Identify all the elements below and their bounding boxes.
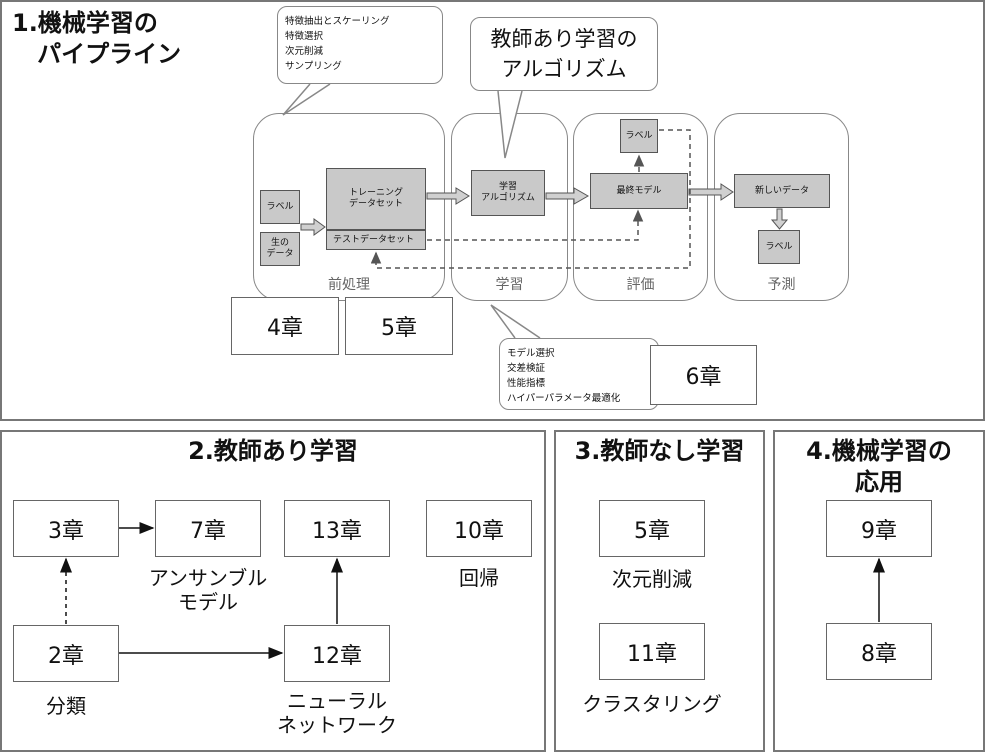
applications-title: 4.機械学習の 応用 bbox=[806, 437, 952, 496]
unsupervised-title: 3.教師なし学習 bbox=[574, 437, 745, 465]
label-eval-box: ラベル bbox=[620, 119, 658, 153]
label-output-box: ラベル bbox=[758, 230, 800, 264]
chapter-3-box: 3章 bbox=[13, 500, 119, 557]
clustering-label: クラスタリング bbox=[582, 692, 722, 716]
pipeline-title: 1.機械学習の パイプライン bbox=[12, 9, 182, 68]
chapter-7-box: 7章 bbox=[155, 500, 261, 557]
chapter-12-box: 12章 bbox=[284, 625, 390, 682]
chapter-9-box: 9章 bbox=[826, 500, 932, 557]
chapter-2-box: 2章 bbox=[13, 625, 119, 682]
callout-item: 次元削減 bbox=[285, 46, 324, 57]
callout-item: 特徴抽出とスケーリング bbox=[285, 16, 390, 27]
supervised-panel: 2.教師あり学習 bbox=[0, 430, 546, 752]
stage-label: 評価 bbox=[626, 277, 655, 293]
chapter-8-box: 8章 bbox=[826, 623, 932, 680]
algorithm-callout: 教師あり学習の アルゴリズム bbox=[470, 17, 658, 91]
chapter-5-box: 5章 bbox=[599, 500, 705, 557]
chapter-5-box: 5章 bbox=[345, 297, 453, 355]
chapter-13-box: 13章 bbox=[284, 500, 390, 557]
unsupervised-panel: 3.教師なし学習 bbox=[554, 430, 765, 752]
callout-item: モデル選択 bbox=[507, 348, 555, 359]
chapter-6-box: 6章 bbox=[650, 345, 757, 405]
algorithm-box: 学習 アルゴリズム bbox=[471, 170, 545, 216]
label-input-box: ラベル bbox=[260, 190, 300, 224]
training-dataset-box: トレーニング データセット bbox=[326, 168, 426, 230]
callout-item: サンプリング bbox=[285, 61, 342, 72]
ensemble-label: アンサンブル モデル bbox=[148, 566, 268, 614]
chapter-4-box: 4章 bbox=[231, 297, 339, 355]
test-dataset-box: テストデータセット bbox=[326, 230, 426, 250]
supervised-title: 2.教師あり学習 bbox=[188, 437, 358, 465]
new-data-box: 新しいデータ bbox=[734, 174, 830, 208]
stage-label: 学習 bbox=[495, 277, 524, 293]
classification-label: 分類 bbox=[46, 694, 86, 718]
raw-data-box: 生の データ bbox=[260, 232, 300, 266]
callout-item: 交差検証 bbox=[507, 363, 546, 374]
chapter-10-box: 10章 bbox=[426, 500, 532, 557]
callout-item: 性能指標 bbox=[507, 378, 546, 389]
chapter-11-box: 11章 bbox=[599, 623, 705, 680]
callout-item: ハイパーパラメータ最適化 bbox=[507, 393, 621, 404]
stage-label: 予測 bbox=[767, 277, 796, 293]
dimensionality-reduction-label: 次元削減 bbox=[612, 567, 692, 591]
applications-panel: 4.機械学習の 応用 bbox=[773, 430, 985, 752]
callout-item: 特徴選択 bbox=[285, 31, 324, 42]
final-model-box: 最終モデル bbox=[590, 173, 688, 209]
regression-label: 回帰 bbox=[459, 566, 499, 590]
preprocessing-callout: 特徴抽出とスケーリング 特徴選択 次元削減 サンプリング bbox=[277, 6, 443, 84]
stage-label: 前処理 bbox=[328, 277, 370, 293]
algorithm-callout-text: 教師あり学習の アルゴリズム bbox=[490, 27, 638, 81]
neural-network-label: ニューラル ネットワーク bbox=[277, 689, 397, 737]
learning-callout: モデル選択 交差検証 性能指標 ハイパーパラメータ最適化 bbox=[499, 338, 659, 410]
